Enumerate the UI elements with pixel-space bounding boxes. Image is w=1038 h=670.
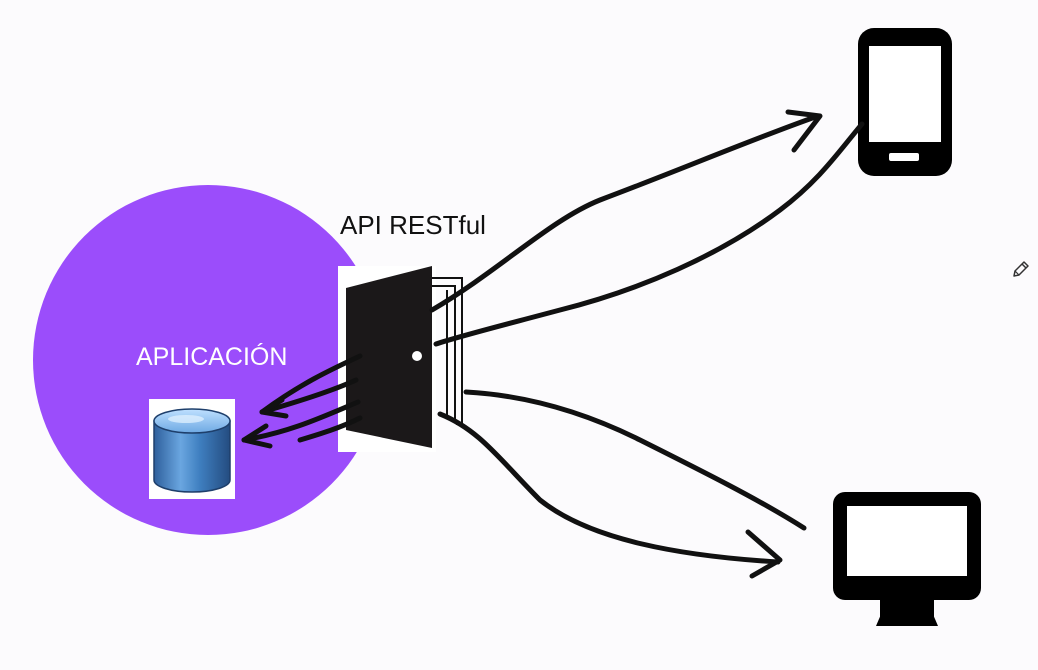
arrow-into-database-lower-head [241, 423, 273, 449]
pencil-icon[interactable] [1010, 258, 1032, 280]
arrow-to-mobile [429, 113, 821, 313]
arrow-into-database-upper-head [259, 397, 289, 419]
mobile-phone-icon [858, 28, 952, 176]
arrow-into-database-lower [241, 399, 361, 443]
database-icon [149, 399, 235, 499]
api-restful-label: API RESTful [340, 210, 486, 240]
arrow-from-desktop [437, 411, 781, 565]
door-knob [412, 351, 422, 361]
arrow-into-database-tail [297, 415, 363, 443]
arrow-from-mobile [433, 121, 865, 347]
application-label: APLICACIÓN [136, 343, 288, 371]
application-circle [33, 185, 383, 535]
arrow-to-mobile-head [785, 109, 823, 153]
hand-drawn-arrows [241, 109, 865, 579]
arrow-from-desktop-head [745, 529, 783, 579]
door-icon [346, 266, 432, 448]
desktop-monitor-icon [833, 492, 981, 626]
arrow-to-desktop [463, 389, 807, 531]
